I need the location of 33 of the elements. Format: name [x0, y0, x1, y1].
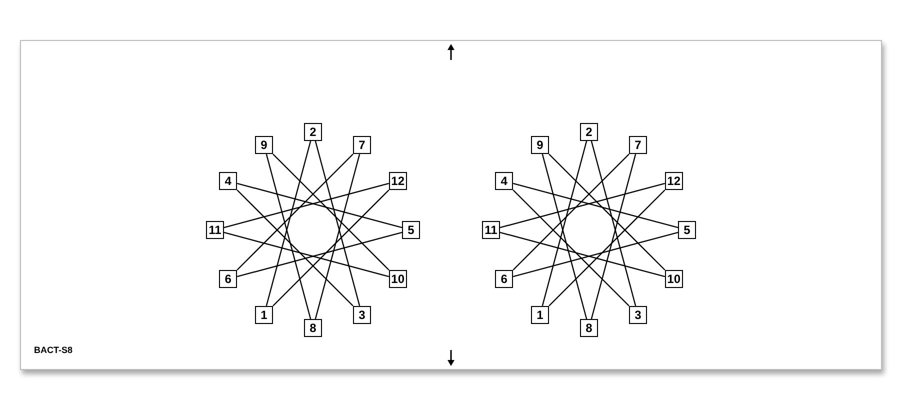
- number-box: 1: [255, 306, 273, 324]
- number-box: 10: [664, 270, 683, 288]
- number-box: 3: [353, 306, 371, 324]
- number-box: 4: [495, 172, 514, 190]
- number-box: 1: [531, 306, 549, 324]
- number-box: 7: [629, 136, 647, 154]
- star-line: [512, 154, 630, 270]
- number-box: 12: [388, 172, 407, 190]
- star-line: [272, 154, 390, 270]
- number-box: 5: [402, 221, 420, 239]
- number-box: 7: [353, 136, 371, 154]
- number-box: 9: [255, 136, 273, 154]
- star-line: [512, 190, 630, 306]
- star-line: [548, 154, 666, 270]
- number-box: 2: [304, 123, 322, 141]
- number-box: 11: [206, 221, 224, 239]
- code-label: BACT-S8: [34, 345, 73, 355]
- number-box: 5: [678, 221, 696, 239]
- number-box: 3: [629, 306, 647, 324]
- number-box: 8: [304, 319, 322, 337]
- number-box: 12: [664, 172, 683, 190]
- number-box: 6: [495, 270, 514, 288]
- star-line: [236, 154, 354, 270]
- number-box: 2: [580, 123, 598, 141]
- number-box: 11: [482, 221, 500, 239]
- star-line: [548, 190, 666, 306]
- number-box: 10: [388, 270, 407, 288]
- number-box: 9: [531, 136, 549, 154]
- star-line: [272, 190, 390, 306]
- number-box: 4: [219, 172, 238, 190]
- number-box: 6: [219, 270, 238, 288]
- star-line: [236, 190, 354, 306]
- number-box: 8: [580, 319, 598, 337]
